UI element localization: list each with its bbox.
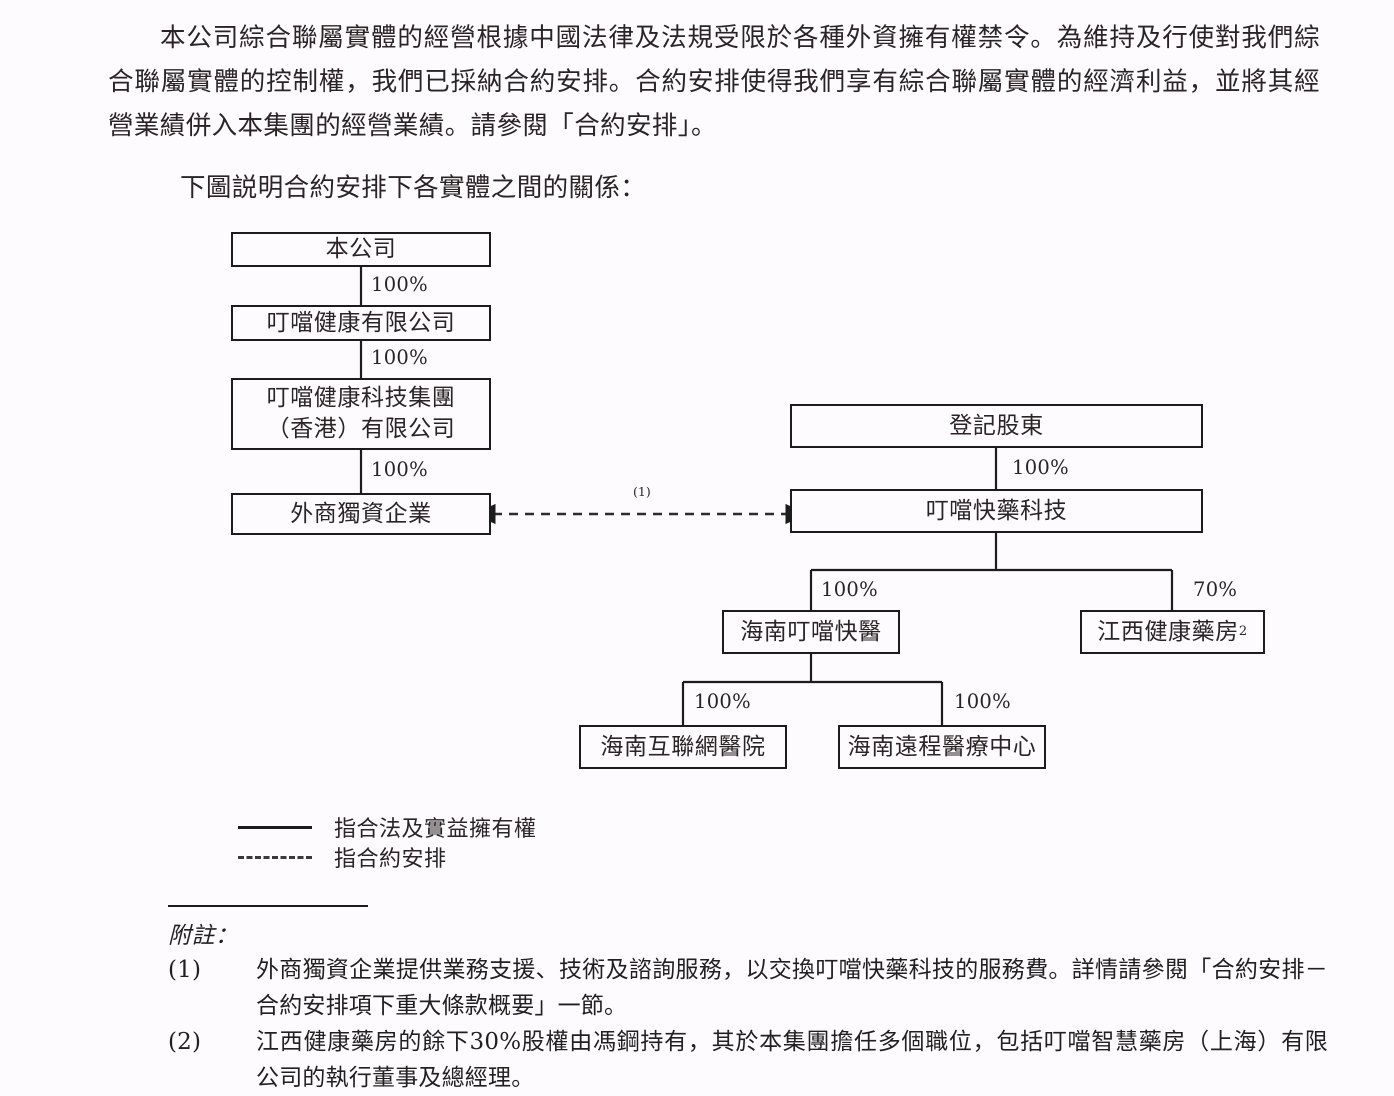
footnote-text-1: 外商獨資企業提供業務支援、技術及諮詢服務，以交換叮噹快藥科技的服務費。詳情請參閱… xyxy=(256,957,1328,1019)
footnote-text-2: 江西健康藥房的餘下30%股權由馮鋼持有，其於本集團擔任多個職位，包括叮噹智慧藥房… xyxy=(256,1029,1328,1091)
footnotes-heading: 附註： xyxy=(168,923,239,949)
legend-solid-line-icon xyxy=(238,825,312,829)
node-jiangxi-health-pharmacy-label: 江西健康藥房 xyxy=(1097,618,1239,645)
edge-label-tech-hk-to-wfoe: 100% xyxy=(371,458,428,481)
node-dingdang-health-tech-hk-label-line1: 叮噹健康科技集團 xyxy=(266,385,456,411)
node-hainan-internet-hospital[interactable]: 海南互聯網醫院 xyxy=(579,725,787,769)
node-dingdang-health-ltd-label: 叮噹健康有限公司 xyxy=(266,309,456,336)
node-company[interactable]: 本公司 xyxy=(231,232,491,267)
edge-label-hainan-to-telemedicine: 100% xyxy=(954,690,1011,713)
node-registered-shareholders[interactable]: 登記股東 xyxy=(790,404,1203,448)
node-dingdang-kuaiyao-tech-label: 叮噹快藥科技 xyxy=(925,497,1068,524)
node-hainan-dingdang-kuaiyi-label: 海南叮噹快醫 xyxy=(740,618,882,645)
node-dingdang-kuaiyao-tech[interactable]: 叮噹快藥科技 xyxy=(790,489,1203,533)
intro-paragraph: 本公司綜合聯屬實體的經營根據中國法律及法規受限於各種外資擁有權禁令。為維持及行使… xyxy=(108,23,1320,141)
footnote-item-1: (1) 外商獨資企業提供業務支援、技術及諮詢服務，以交換叮噹快藥科技的服務費。詳… xyxy=(168,952,1328,1024)
footnote-marker-2: (2) xyxy=(168,1029,202,1055)
node-dingdang-health-tech-hk[interactable]: 叮噹健康科技集團 （香港）有限公司 xyxy=(231,378,491,450)
contractual-link-footnote-marker: (1) xyxy=(633,484,651,499)
edge-label-hainan-to-internet-hospital: 100% xyxy=(694,690,751,713)
node-hainan-internet-hospital-label: 海南互聯網醫院 xyxy=(600,733,766,760)
edge-label-shareholders-to-kuaiyao: 100% xyxy=(1012,456,1069,479)
footnote-divider xyxy=(168,905,368,907)
node-company-label: 本公司 xyxy=(325,236,397,262)
edge-label-kuaiyao-to-jiangxi: 70% xyxy=(1193,578,1238,601)
node-registered-shareholders-label: 登記股東 xyxy=(949,412,1044,439)
node-dingdang-health-tech-hk-label-line2: （香港）有限公司 xyxy=(266,416,456,442)
legend-dashed-line-icon xyxy=(238,855,312,859)
node-wfoe[interactable]: 外商獨資企業 xyxy=(231,493,491,535)
edge-label-health-ltd-to-tech-hk: 100% xyxy=(371,346,428,369)
edge-label-company-to-health-ltd: 100% xyxy=(371,273,428,296)
node-hainan-telemedicine-center-label: 海南遠程醫療中心 xyxy=(847,733,1037,760)
edge-label-kuaiyao-to-hainan-kuaiyi: 100% xyxy=(821,578,878,601)
footnotes-section: 附註： (1) 外商獨資企業提供業務支援、技術及諮詢服務，以交換叮噹快藥科技的服… xyxy=(168,905,1328,1096)
node-wfoe-label: 外商獨資企業 xyxy=(290,500,432,527)
legend-item-legal-beneficial-ownership: 指合法及實益擁有權 xyxy=(238,812,537,842)
diagram-lead-in-text: 下圖説明合約安排下各實體之間的關係： xyxy=(180,173,647,203)
footnote-item-2: (2) 江西健康藥房的餘下30%股權由馮鋼持有，其於本集團擔任多個職位，包括叮噹… xyxy=(168,1024,1328,1096)
node-hainan-dingdang-kuaiyi[interactable]: 海南叮噹快醫 xyxy=(722,610,900,654)
legend-item-contractual-arrangement-label: 指合約安排 xyxy=(334,847,447,872)
legend-item-legal-beneficial-ownership-label: 指合法及實益擁有權 xyxy=(334,817,537,842)
legend-item-contractual-arrangement: 指合約安排 xyxy=(238,842,537,872)
legend: 指合法及實益擁有權 指合約安排 xyxy=(238,812,537,872)
node-dingdang-health-ltd[interactable]: 叮噹健康有限公司 xyxy=(231,305,491,341)
node-hainan-telemedicine-center[interactable]: 海南遠程醫療中心 xyxy=(838,725,1046,769)
footnote-marker-1: (1) xyxy=(168,957,202,983)
